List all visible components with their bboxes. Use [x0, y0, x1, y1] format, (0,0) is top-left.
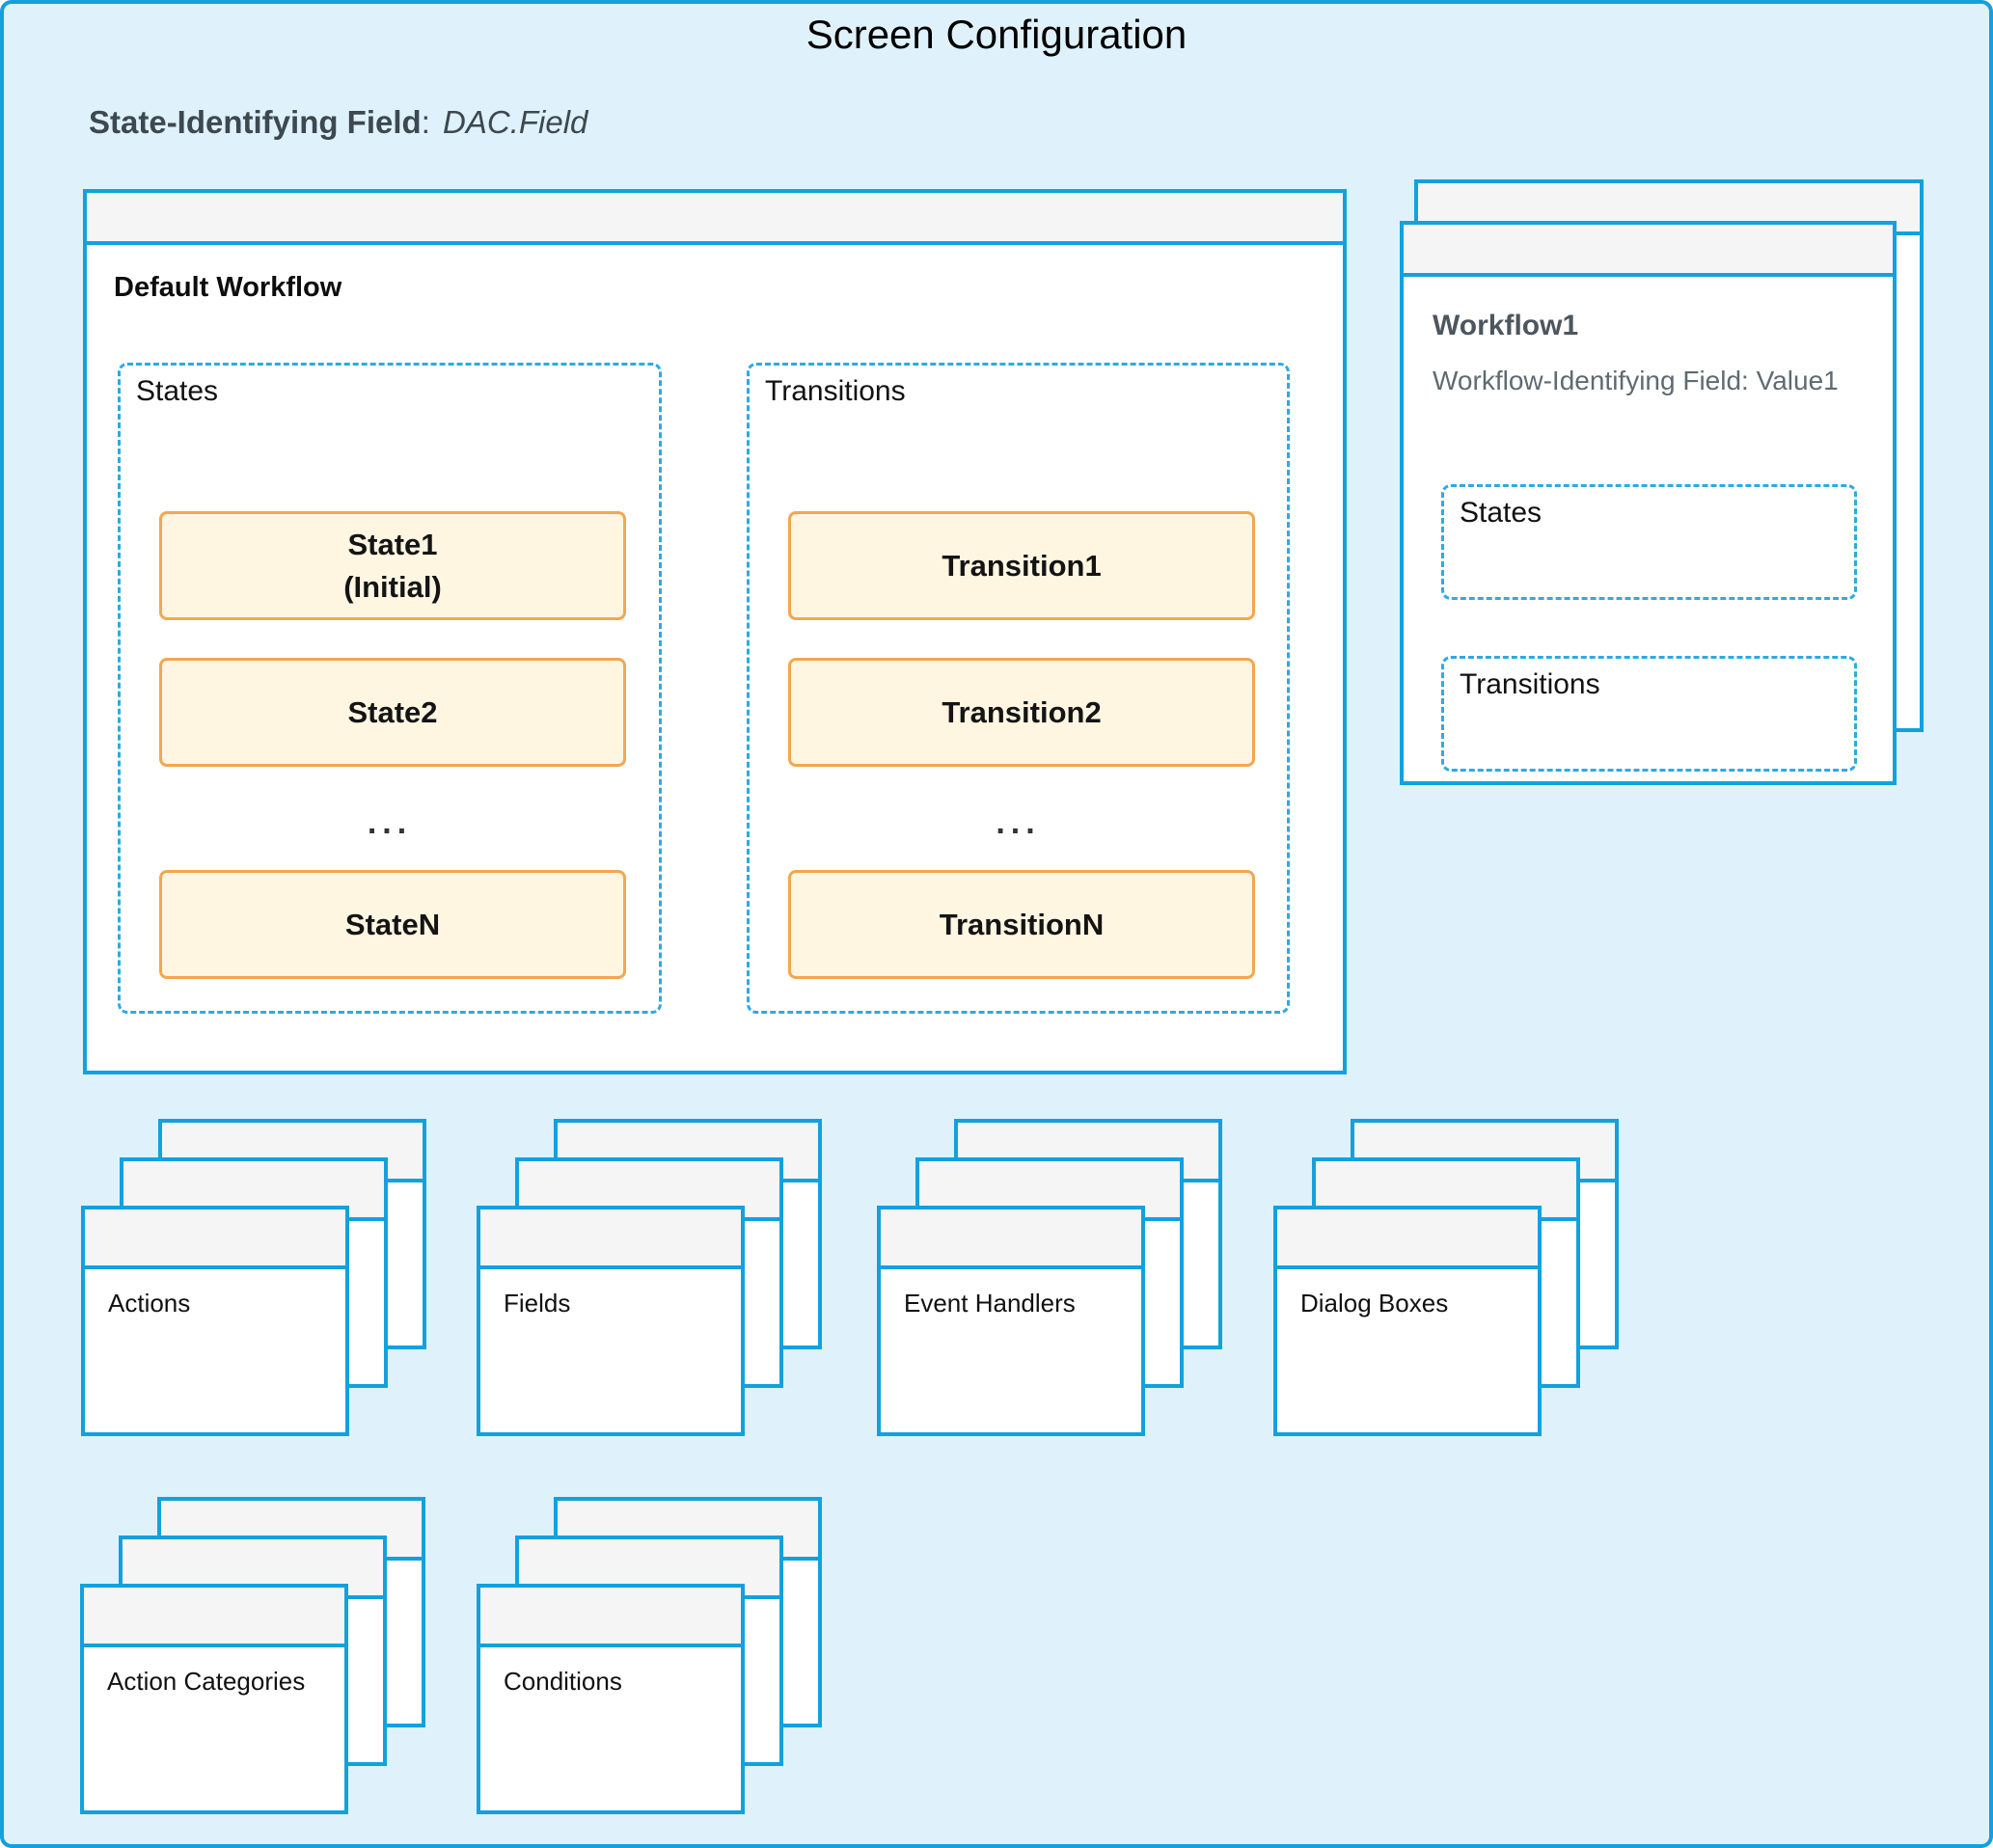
transitions-ellipsis: ... — [996, 804, 1041, 841]
workflow1-transitions-label: Transitions — [1460, 668, 1600, 700]
stack-card-titlebar — [881, 1209, 1141, 1269]
workflow1-transitions-panel: Transitions — [1441, 656, 1857, 772]
conditions-stack-label: Conditions — [504, 1667, 622, 1696]
state-identifying-field-line: State-Identifying Field: DAC.Field — [89, 104, 587, 141]
actions-stack: Actions — [81, 1119, 426, 1436]
transition1-box: Transition1 — [788, 511, 1255, 620]
workflow1-states-panel: States — [1441, 484, 1857, 600]
state1-box: State1 (Initial) — [159, 511, 626, 620]
transition2-box: Transition2 — [788, 658, 1255, 767]
dialog-boxes-stack-label: Dialog Boxes — [1300, 1289, 1449, 1318]
workflow1-states-label: States — [1460, 497, 1543, 529]
actions-stack-label: Actions — [108, 1289, 191, 1318]
workflow1-card: Workflow1 Workflow-Identifying Field: Va… — [1400, 221, 1897, 785]
state2-box: State2 — [159, 658, 626, 767]
workflow1-titlebar — [1404, 225, 1893, 277]
stateN-label: StateN — [344, 907, 441, 941]
fields-stack-label: Fields — [504, 1289, 571, 1318]
dialog-boxes-stack: Dialog Boxes — [1273, 1119, 1619, 1436]
state-identifying-field-label: State-Identifying Field — [89, 104, 422, 140]
transitions-panel-label: Transitions — [765, 375, 906, 407]
stack-card-titlebar — [84, 1588, 344, 1647]
state1-label-line2: (Initial) — [343, 569, 442, 604]
stateN-box: StateN — [159, 870, 626, 979]
stack-card-front: Actions — [81, 1206, 349, 1436]
stack-card-titlebar — [480, 1209, 741, 1269]
transition2-label: Transition2 — [942, 694, 1102, 729]
default-workflow-titlebar — [87, 193, 1343, 245]
states-ellipsis: ... — [367, 804, 413, 841]
stack-card-titlebar — [1277, 1209, 1538, 1269]
transitionN-label: TransitionN — [939, 907, 1105, 941]
fields-stack: Fields — [477, 1119, 822, 1436]
event-handlers-stack: Event Handlers — [877, 1119, 1222, 1436]
action-categories-stack-label: Action Categories — [107, 1667, 306, 1696]
event-handlers-stack-label: Event Handlers — [904, 1289, 1076, 1318]
states-panel-label: States — [136, 375, 219, 407]
default-workflow-title: Default Workflow — [114, 272, 342, 303]
state1-label-line1: State1 — [347, 527, 438, 561]
stack-card-titlebar — [480, 1588, 741, 1647]
state-identifying-field-separator: : — [421, 104, 440, 140]
conditions-stack: Conditions — [477, 1497, 822, 1814]
stack-card-titlebar — [85, 1209, 345, 1269]
workflow1-identifying-field-line: Workflow-Identifying Field: Value1 — [1433, 366, 1839, 395]
transition1-label: Transition1 — [942, 548, 1102, 583]
workflow1-title: Workflow1 — [1433, 310, 1579, 341]
page-title: Screen Configuration — [805, 12, 1188, 57]
transitions-panel: Transitions Transition1 Transition2 ... … — [747, 363, 1290, 1014]
stack-card-front: Event Handlers — [877, 1206, 1145, 1436]
state2-label: State2 — [347, 694, 438, 729]
states-panel: States State1 (Initial) State2 ... State… — [118, 363, 662, 1014]
stack-card-front: Dialog Boxes — [1273, 1206, 1542, 1436]
state-identifying-field-value: DAC.Field — [443, 104, 588, 140]
stack-card-front: Conditions — [477, 1584, 745, 1814]
default-workflow-window: Default Workflow States State1 (Initial)… — [83, 189, 1347, 1074]
stack-card-front: Action Categories — [80, 1584, 348, 1814]
stack-card-front: Fields — [477, 1206, 745, 1436]
action-categories-stack: Action Categories — [80, 1497, 425, 1814]
transitionN-box: TransitionN — [788, 870, 1255, 979]
